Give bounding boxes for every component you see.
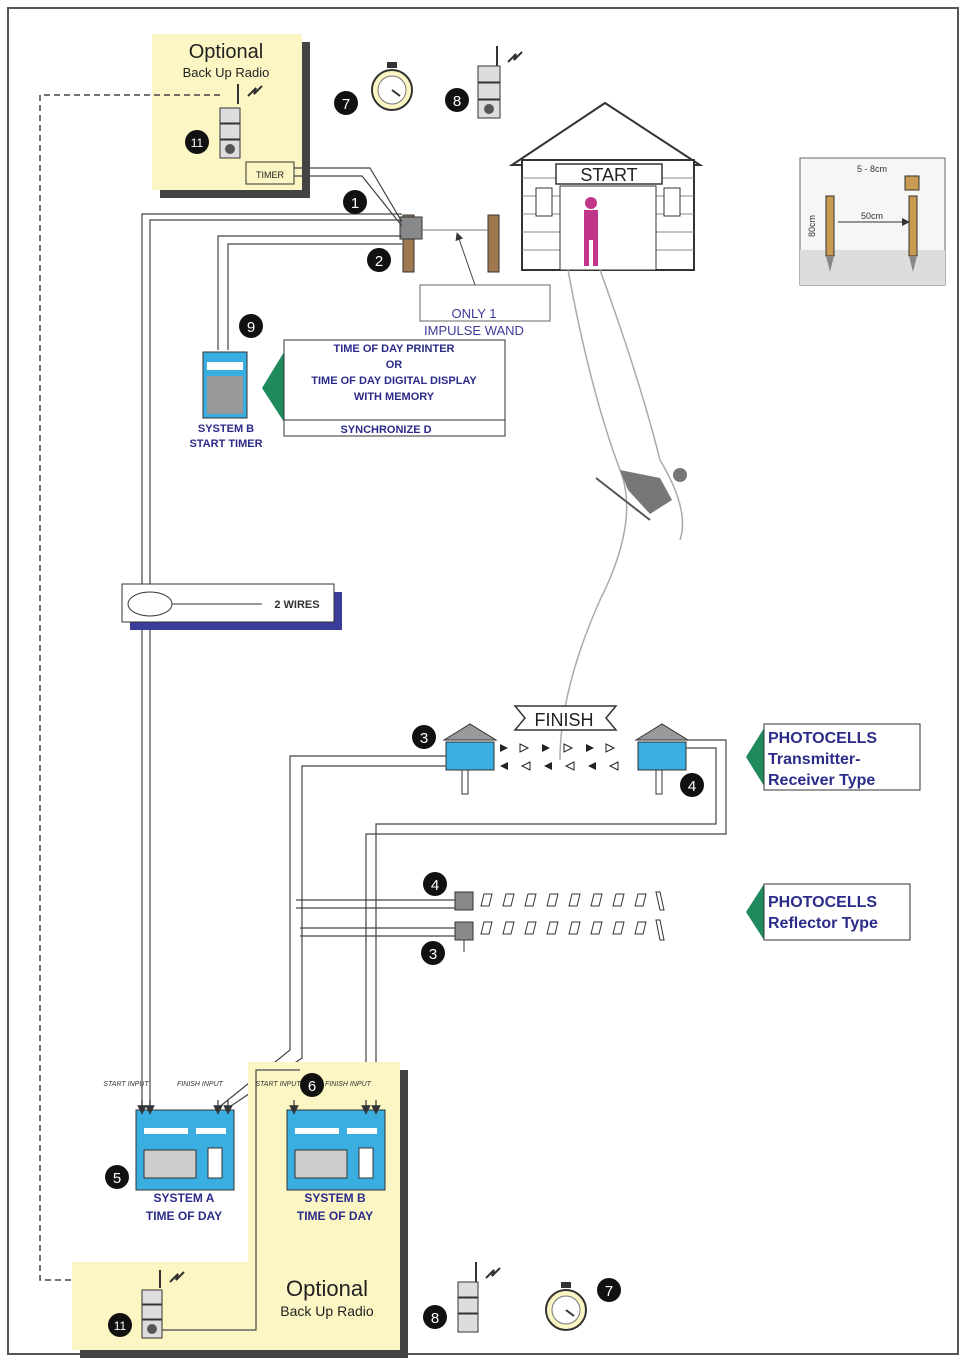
svg-text:TIME OF DAY DIGITAL DISPLAY: TIME OF DAY DIGITAL DISPLAY: [311, 375, 477, 387]
stopwatch-icon-bottom: [545, 1282, 587, 1331]
svg-text:SYSTEM A: SYSTEM A: [154, 1191, 215, 1205]
svg-text:6: 6: [308, 1078, 316, 1095]
svg-text:3: 3: [429, 946, 437, 963]
system-a-timer: START INPUT FINISH INPUT SYSTEM A TIME O…: [103, 1081, 235, 1223]
impulse-wand-device: [399, 216, 423, 240]
dashed-radio-link: [39, 94, 220, 1281]
svg-text:2 WIRES: 2 WIRES: [274, 599, 319, 611]
svg-text:PHOTOCELLS: PHOTOCELLS: [768, 730, 877, 747]
finish-banner: FINISH: [513, 705, 618, 731]
svg-text:8: 8: [431, 1310, 439, 1327]
optional-radio-top-panel: Optional Back Up Radio TIMER: [152, 34, 310, 198]
svg-text:2: 2: [375, 253, 383, 270]
svg-text:TIME OF DAY PRINTER: TIME OF DAY PRINTER: [333, 343, 454, 355]
svg-text:9: 9: [247, 319, 255, 336]
svg-text:7: 7: [605, 1283, 613, 1300]
svg-text:3: 3: [420, 730, 428, 747]
svg-text:Transmitter-: Transmitter-: [768, 751, 860, 768]
backup-radio-icon: [219, 84, 263, 159]
svg-text:11: 11: [114, 1319, 127, 1333]
start-sign: START: [580, 165, 637, 185]
svg-text:TIME OF DAY: TIME OF DAY: [146, 1209, 222, 1223]
svg-text:Optional: Optional: [286, 1276, 368, 1301]
svg-text:OR: OR: [386, 359, 403, 371]
svg-text:FINISH INPUT: FINISH INPUT: [177, 1081, 224, 1088]
two-wires-callout: 2 WIRES: [121, 583, 342, 630]
svg-text:WITH MEMORY: WITH MEMORY: [354, 391, 435, 403]
start-post-right: [487, 214, 500, 273]
svg-text:Receiver Type: Receiver Type: [768, 772, 875, 789]
photocell-tr-right: [634, 723, 690, 795]
svg-text:8: 8: [453, 93, 461, 110]
skier-figure: [595, 468, 687, 521]
wand-note-box: [419, 284, 551, 322]
start-house: START: [508, 101, 704, 271]
marker-group: 7 8 11 1 2 9: [185, 88, 469, 338]
svg-text:7: 7: [342, 96, 350, 113]
svg-text:SYSTEM B: SYSTEM B: [304, 1191, 366, 1205]
svg-text:START INPUT: START INPUT: [103, 1081, 149, 1088]
outer-frame: [7, 7, 959, 1355]
photocells-ref-callout: PHOTOCELLS Reflector Type: [746, 883, 911, 941]
bottom-markers: 5 6 11 8 7: [105, 1073, 621, 1337]
svg-text:5: 5: [113, 1170, 121, 1187]
timer-label: TIMER: [256, 170, 284, 180]
reflector-beam: [480, 891, 665, 941]
system-b-start-timer: SYSTEM B START TIMER: [189, 351, 263, 450]
handheld-radio-icon-top: [477, 46, 523, 119]
svg-text:1: 1: [351, 195, 359, 212]
svg-text:4: 4: [431, 877, 439, 894]
wand-note-line1: ONLY 1: [451, 306, 496, 321]
svg-text:80cm: 80cm: [807, 215, 817, 237]
svg-text:FINISH: FINISH: [534, 710, 593, 730]
system-b-timer: START INPUT FINISH INPUT SYSTEM B TIME O…: [255, 1081, 386, 1223]
photocells-tr-callout: PHOTOCELLS Transmitter- Receiver Type: [746, 723, 921, 791]
start-wires: [141, 167, 403, 1108]
svg-text:PHOTOCELLS: PHOTOCELLS: [768, 894, 877, 911]
wand-note-line2: IMPULSE WAND: [424, 323, 524, 338]
stopwatch-icon-top: [371, 62, 413, 111]
photocell-tr-left: [442, 723, 498, 795]
photocell-markers: 3 4 4 3: [412, 725, 704, 965]
svg-text:11: 11: [191, 136, 204, 150]
timer-box: [245, 161, 295, 185]
optional-title-top: Optional: [189, 41, 264, 63]
svg-text:Back Up Radio: Back Up Radio: [280, 1303, 374, 1319]
svg-text:START INPUT: START INPUT: [255, 1081, 301, 1088]
svg-text:SYNCHRONIZE D: SYNCHRONIZE D: [340, 424, 431, 436]
system-b-start-line2: START TIMER: [189, 438, 262, 450]
photocell-reflector: [454, 891, 474, 952]
start-post-left: [402, 214, 415, 273]
pole-spacing-inset: 5 - 8cm 50cm 80cm: [799, 157, 946, 286]
svg-text:4: 4: [688, 778, 696, 795]
svg-text:TIME OF DAY: TIME OF DAY: [297, 1209, 373, 1223]
handheld-radio-icon-bottom: [457, 1262, 501, 1333]
ski-track: [559, 269, 684, 761]
svg-text:5 - 8cm: 5 - 8cm: [857, 164, 887, 174]
backup-radio-icon-bottom: [141, 1270, 185, 1339]
printer-info-box: TIME OF DAY PRINTER OR TIME OF DAY DIGIT…: [262, 339, 506, 437]
beam-arrows: [500, 743, 619, 771]
svg-text:FINISH INPUT: FINISH INPUT: [325, 1081, 372, 1088]
racer-figure: [584, 197, 598, 266]
svg-text:Reflector Type: Reflector Type: [768, 915, 878, 932]
optional-subtitle-top: Back Up Radio: [183, 65, 270, 80]
svg-text:50cm: 50cm: [861, 211, 883, 221]
system-b-start-line1: SYSTEM B: [198, 423, 254, 435]
